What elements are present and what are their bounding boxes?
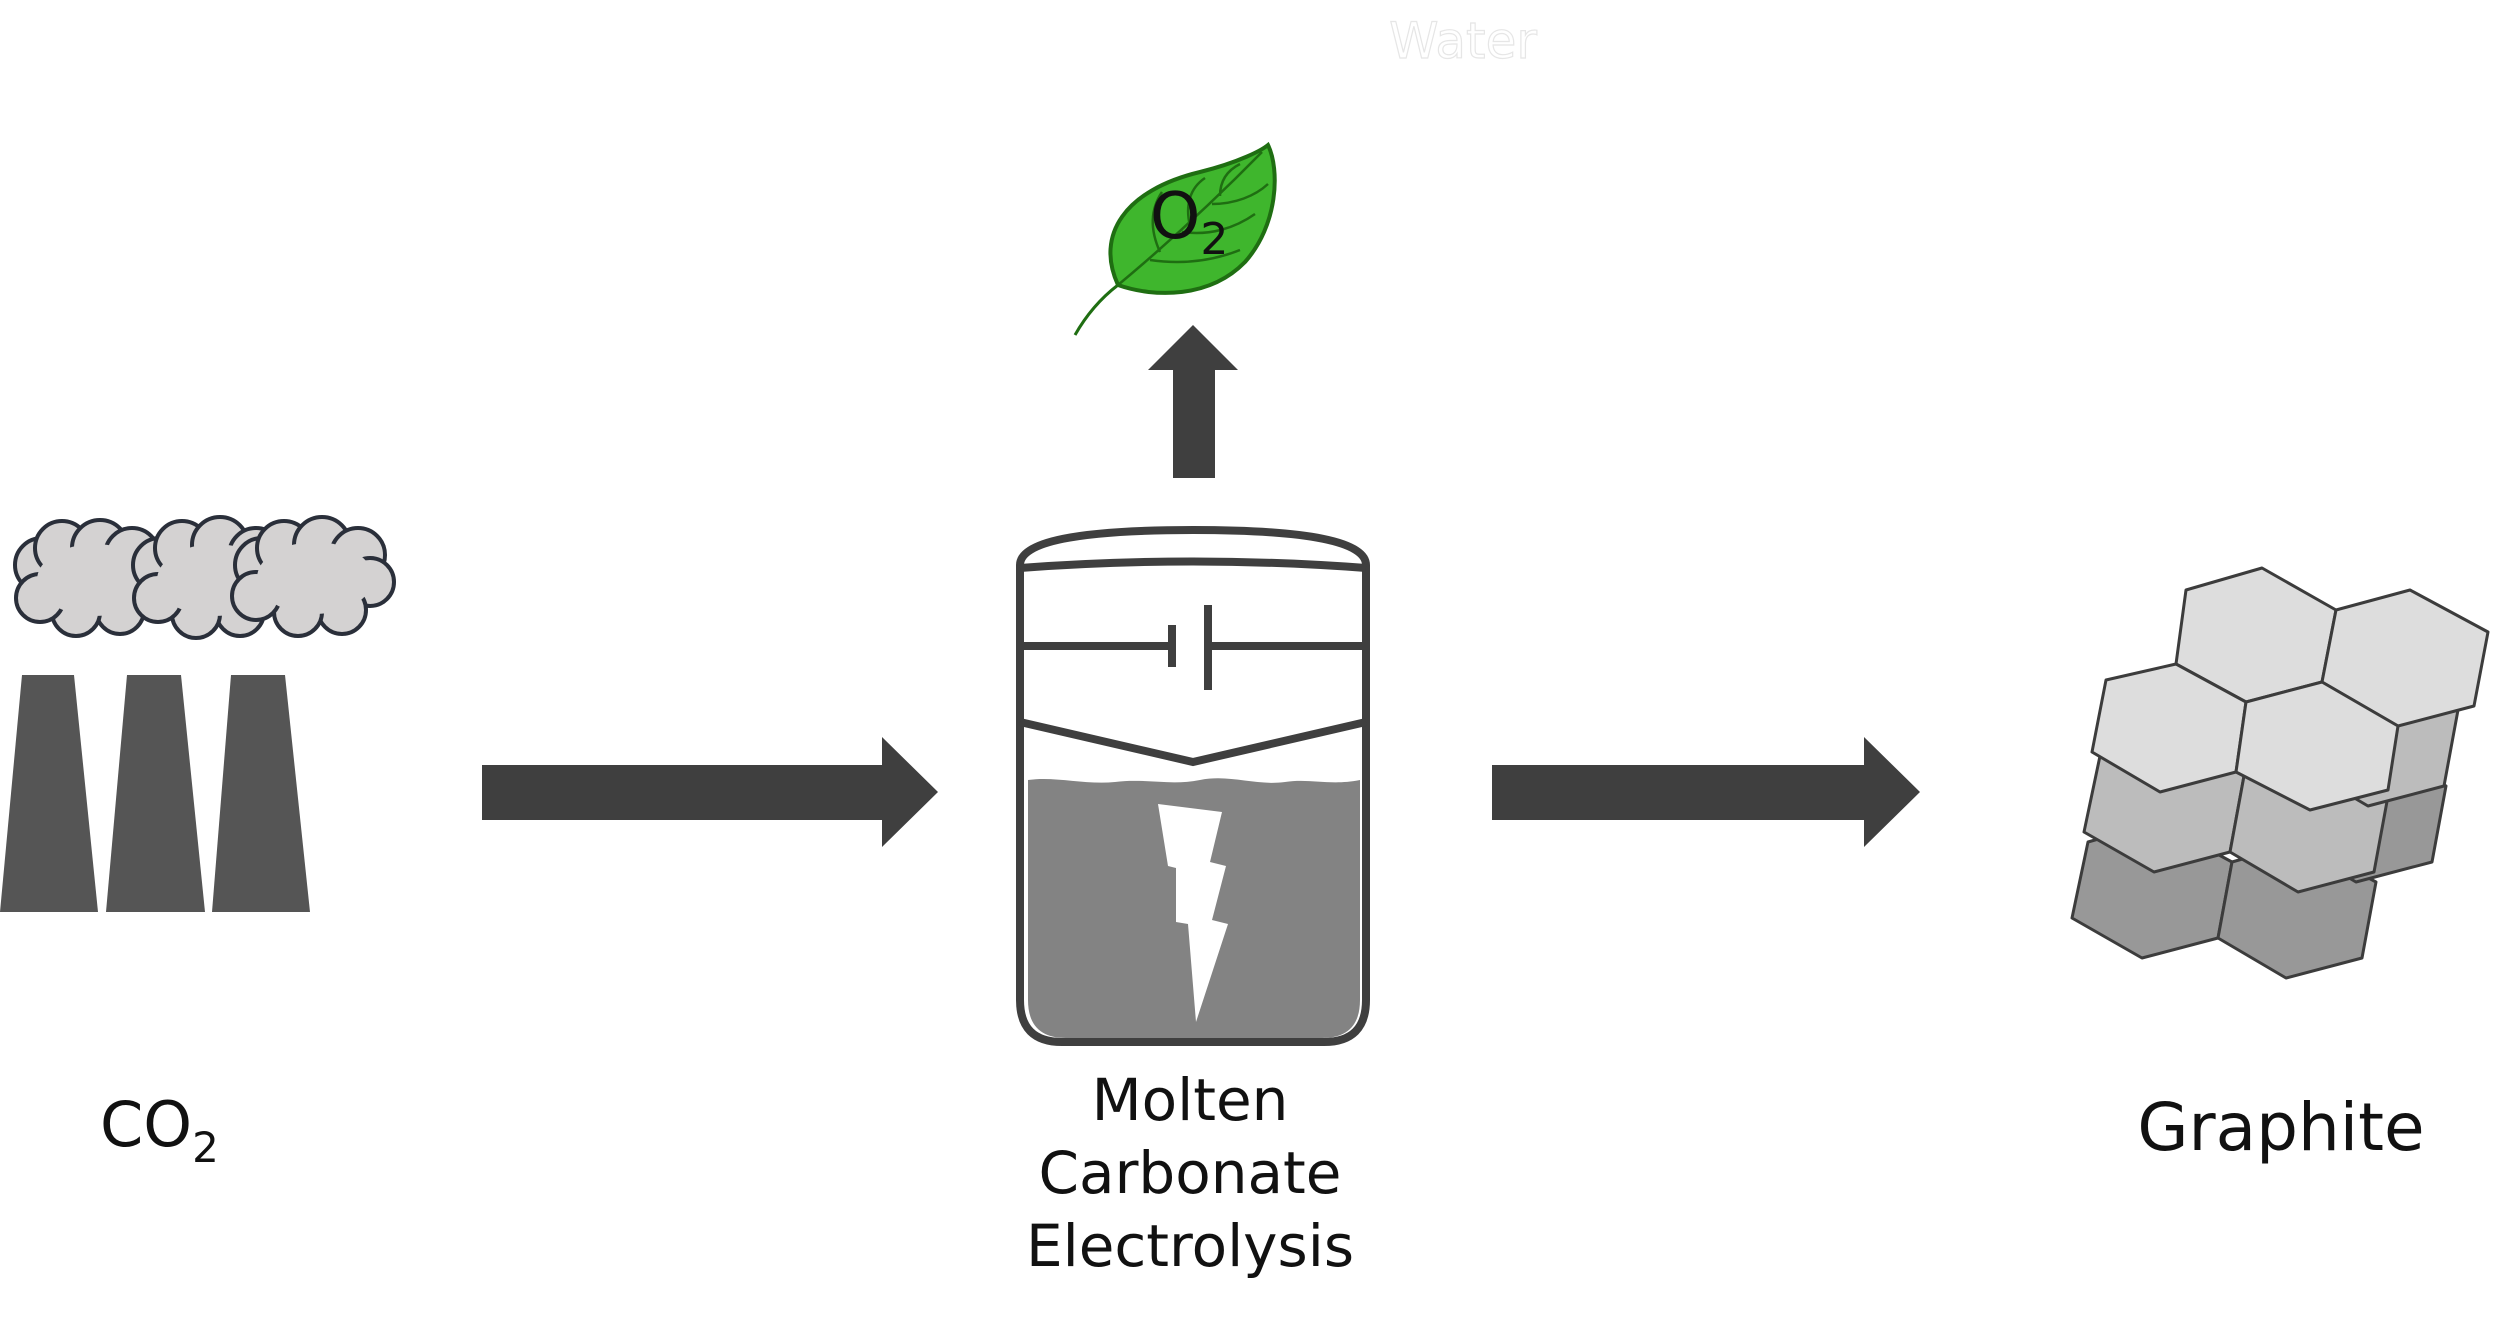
battery-icon: [1022, 605, 1364, 690]
cell-container: [1016, 525, 1370, 1046]
arrow-right-icon: [482, 737, 938, 847]
electrolysis-cell-icon: [1016, 525, 1370, 1046]
lightning-icon: [1158, 804, 1228, 1022]
arrow-right-icon-2: [1492, 737, 1920, 847]
o2-label: O2: [1150, 180, 1228, 265]
cell-lid-line: [1019, 557, 1367, 572]
o2-label-sub: 2: [1200, 214, 1228, 265]
chimney-2: [106, 675, 205, 912]
process-label-line2: Carbonate: [1039, 1139, 1342, 1207]
smoke-clouds: [13, 515, 396, 640]
process-label-line1: Molten: [1092, 1066, 1289, 1134]
chimney-1: [0, 675, 98, 912]
chimney-3: [212, 675, 310, 912]
cloud-3: [230, 515, 396, 638]
co2-label-sub: 2: [192, 1123, 219, 1172]
graphite-layer-top: [2090, 566, 2490, 812]
co2-label: CO2: [100, 1088, 219, 1172]
cell-separator: [1019, 718, 1367, 767]
arrow-up-icon: [1148, 325, 1238, 478]
graphite-label: Graphite: [2137, 1089, 2424, 1166]
graphite-layers-icon: [2070, 566, 2490, 980]
watermark-text: Water: [1389, 12, 1537, 70]
leaf-stem: [1073, 283, 1119, 336]
leaf-icon: [1073, 141, 1277, 336]
o2-label-main: O: [1150, 180, 1200, 254]
factory-icon: [0, 515, 396, 912]
leaf-veins: [1117, 151, 1269, 286]
co2-label-main: CO: [100, 1088, 192, 1161]
process-label-line3: Electrolysis: [1026, 1212, 1354, 1280]
